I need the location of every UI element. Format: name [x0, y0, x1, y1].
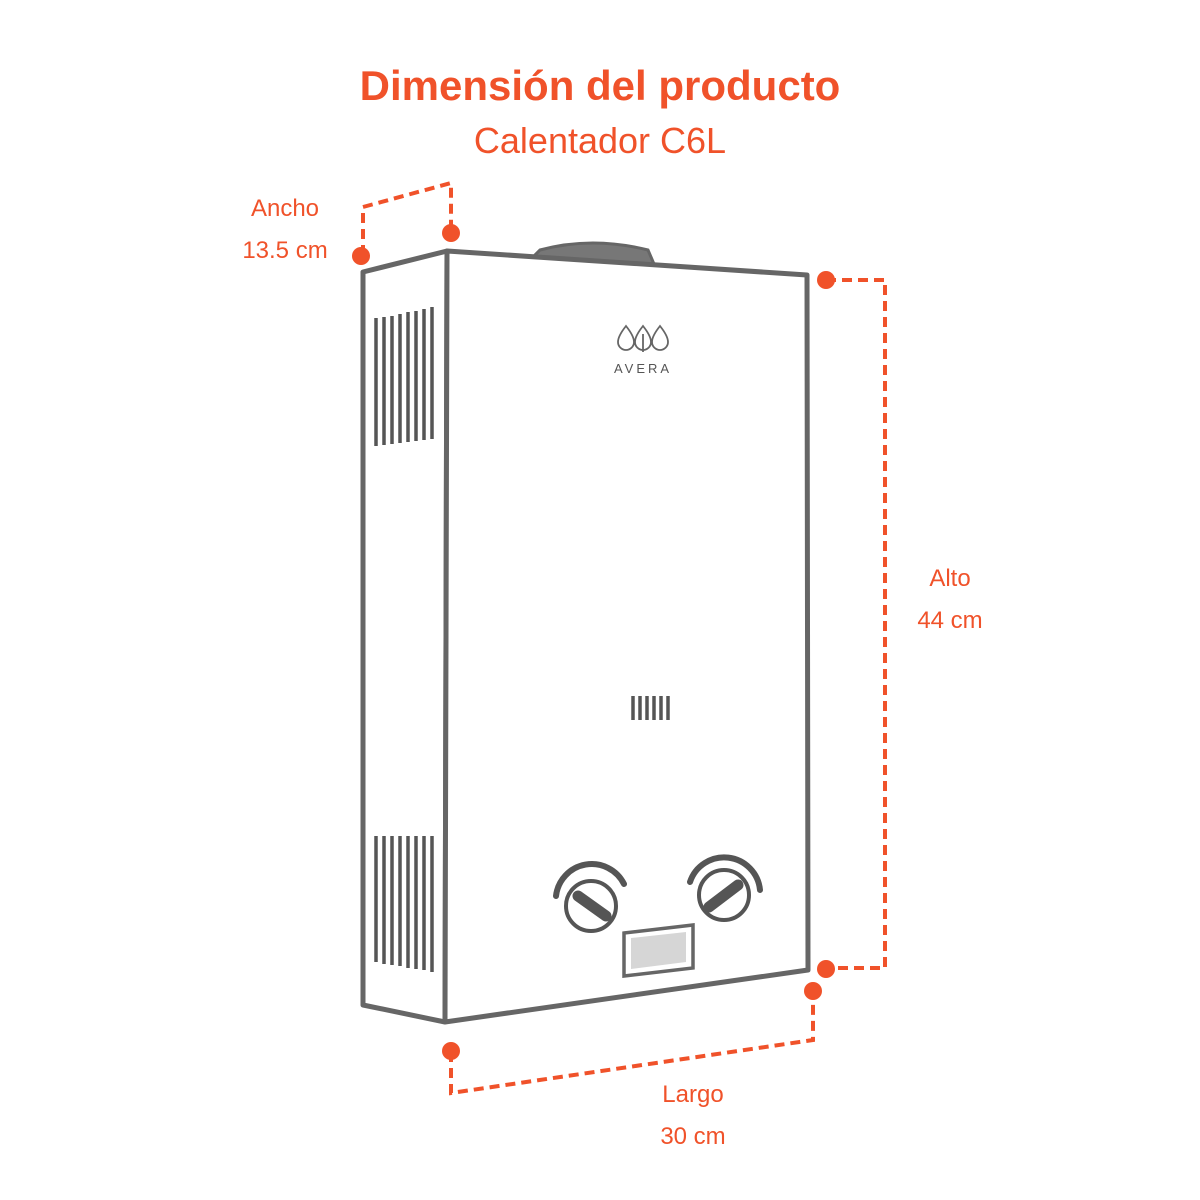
length-annotation: Largo 30 cm: [633, 1074, 753, 1158]
width-marker-left: [352, 247, 370, 265]
page-title: Dimensión del producto: [359, 62, 841, 109]
left-knob: [553, 861, 627, 933]
width-marker-right: [442, 224, 460, 242]
width-value: 13.5 cm: [242, 237, 328, 264]
width-label: Ancho: [250, 195, 320, 222]
height-marker-top: [817, 271, 835, 289]
front-panel: [442, 248, 811, 1025]
height-value: 44 cm: [917, 607, 983, 634]
right-knob: [687, 854, 763, 922]
length-marker-left: [442, 1042, 460, 1060]
length-value: 30 cm: [660, 1123, 726, 1150]
height-label: Alto: [929, 565, 971, 592]
width-annotation: Ancho 13.5 cm: [225, 188, 345, 272]
front-indicator: [631, 696, 670, 720]
length-marker-right: [804, 982, 822, 1000]
length-dimension-line: [449, 992, 815, 1096]
height-annotation: Alto 44 cm: [890, 558, 1010, 642]
page-subtitle: Calentador C6L: [473, 120, 727, 161]
side-vents-bottom: [374, 836, 434, 972]
side-vents-top: [374, 307, 434, 446]
brand-label: AVERA: [614, 361, 672, 376]
width-dimension-line: [361, 180, 453, 255]
height-dimension-line: [826, 278, 887, 970]
length-label: Largo: [662, 1081, 724, 1108]
avera-logo-icon: [617, 324, 669, 352]
height-marker-bottom: [817, 960, 835, 978]
